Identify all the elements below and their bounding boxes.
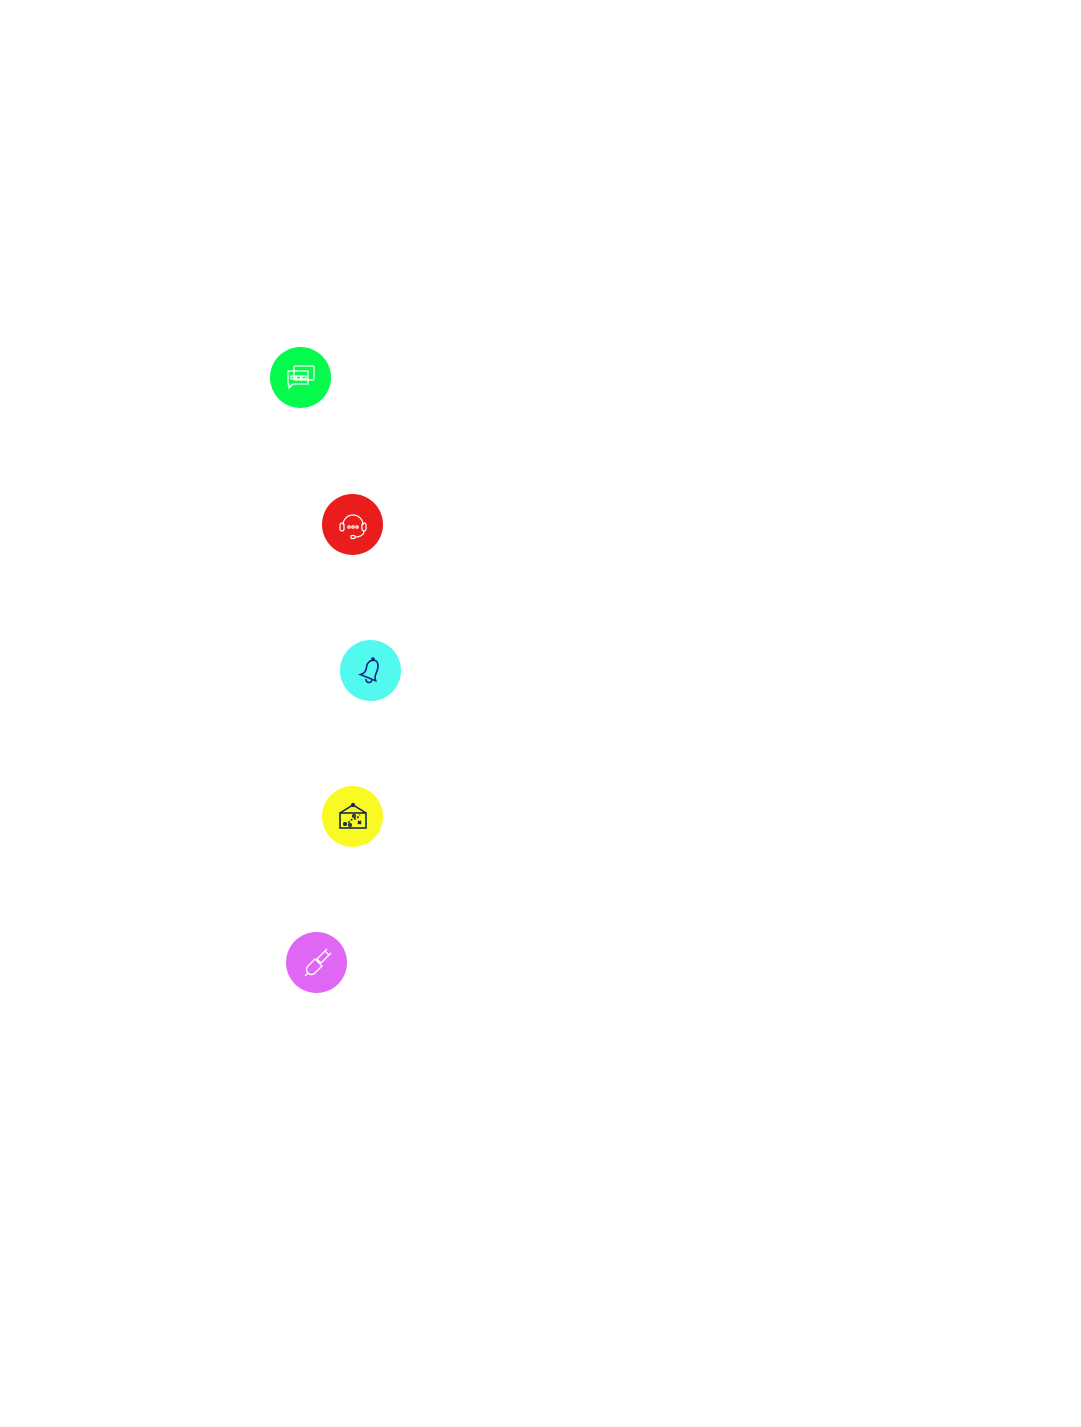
chat-button[interactable] <box>270 347 331 408</box>
support-button[interactable] <box>322 494 383 555</box>
plug-connect-icon <box>304 948 331 976</box>
integrations-button[interactable] <box>286 932 347 993</box>
strategy-button[interactable] <box>322 786 383 847</box>
chat-bubbles-icon <box>286 364 315 390</box>
notifications-button[interactable] <box>340 640 401 701</box>
bell-icon <box>357 656 379 683</box>
strategy-board-icon <box>338 802 367 829</box>
headset-support-icon <box>338 513 367 539</box>
